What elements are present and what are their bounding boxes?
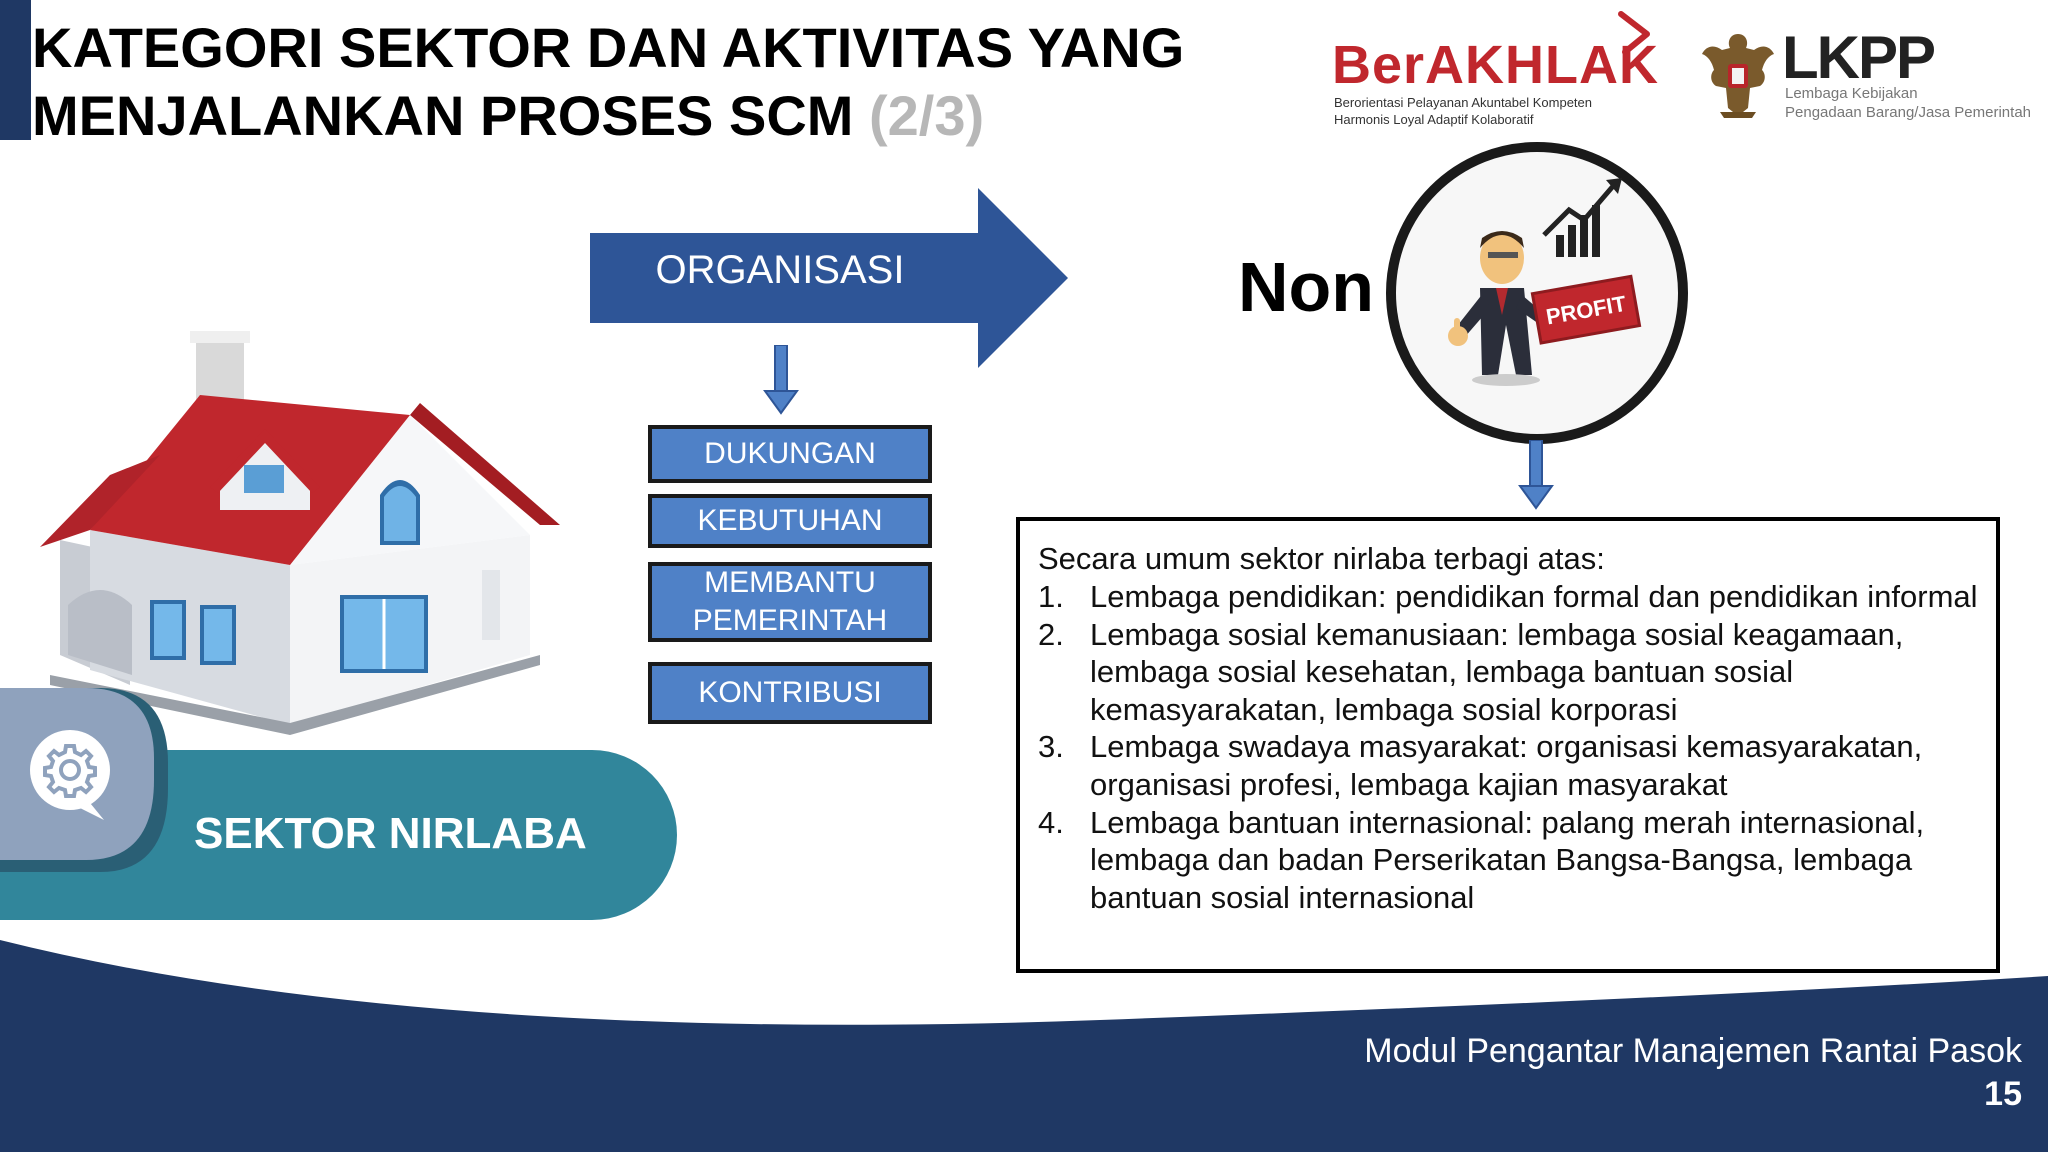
list-item-number: 2.: [1038, 616, 1064, 652]
down-arrow-icon: [1518, 440, 1554, 510]
lkpp-name: LKPP: [1782, 24, 1936, 91]
berakhlak-tagline-2: Harmonis Loyal Adaptif Kolaboratif: [1334, 112, 1534, 127]
list-item-number: 1.: [1038, 579, 1064, 614]
title-accent-bar: [0, 0, 31, 140]
footer-wave: [0, 940, 2048, 1152]
page-indicator: (2/3): [868, 84, 985, 147]
profit-businessman-illustration: PROFIT: [1386, 142, 1688, 444]
lkpp-description-1: Lembaga Kebijakan: [1785, 85, 1918, 102]
organisasi-label: ORGANISASI: [655, 248, 905, 292]
gear-icon: [30, 730, 110, 820]
box-dukungan: DUKUNGAN: [648, 425, 932, 483]
down-arrow-icon: [763, 345, 799, 415]
organisasi-arrow: [590, 188, 1068, 368]
footer-module-title: Modul Pengantar Manajemen Rantai Pasok: [1364, 1032, 2022, 1070]
page-title-line1: KATEGORI SEKTOR DAN AKTIVITAS YANG: [32, 16, 1185, 79]
description-intro: Secara umum sektor nirlaba terbagi atas:: [1038, 541, 1605, 576]
lkpp-description-2: Pengadaan Barang/Jasa Pemerintah: [1785, 104, 2032, 121]
house-illustration: [40, 331, 560, 735]
page-title-text: MENJALANKAN PROSES SCM: [32, 84, 854, 147]
list-item-text: Lembaga pendidikan: pendidikan formal da…: [1090, 579, 1978, 614]
berakhlak-logo: [1618, 11, 1650, 55]
page-title-line2: MENJALANKAN PROSES SCM (2/3): [32, 88, 984, 144]
list-item-text: Lembaga sosial kemanusiaan: lembaga sosi…: [1090, 616, 1904, 727]
box-membantu-pemerintah: MEMBANTU PEMERINTAH: [648, 562, 932, 642]
list-item-number: 4.: [1038, 804, 1064, 840]
sector-label: SEKTOR NIRLABA: [194, 809, 587, 858]
garuda-emblem-icon: [1702, 34, 1774, 118]
list-item: 2. Lembaga sosial kemanusiaan: lembaga so…: [1038, 616, 1988, 729]
list-item: 4. Lembaga bantuan internasional: palang …: [1038, 804, 1988, 917]
berakhlak-name: BerAKHLAK: [1332, 35, 1660, 95]
list-item: 1. Lembaga pendidikan: pendidikan formal …: [1038, 578, 1988, 616]
category-list: 1. Lembaga pendidikan: pendidikan formal …: [1038, 578, 1988, 916]
gear-bubble: [0, 688, 168, 872]
non-label: Non: [1238, 248, 1375, 326]
list-item: 3. Lembaga swadaya masyarakat: organisasi…: [1038, 728, 1988, 803]
berakhlak-chevron-icon: [1618, 11, 1650, 55]
list-item-text: Lembaga swadaya masyarakat: organisasi k…: [1090, 729, 1923, 802]
list-item-number: 3.: [1038, 729, 1064, 765]
list-item-text: Lembaga bantuan internasional: palang me…: [1090, 804, 1925, 915]
page-number: 15: [1984, 1075, 2022, 1113]
box-kontribusi: KONTRIBUSI: [648, 662, 932, 724]
description-box: [1016, 517, 2000, 973]
berakhlak-tagline-1: Berorientasi Pelayanan Akuntabel Kompete…: [1334, 95, 1593, 110]
box-kebutuhan: KEBUTUHAN: [648, 494, 932, 548]
